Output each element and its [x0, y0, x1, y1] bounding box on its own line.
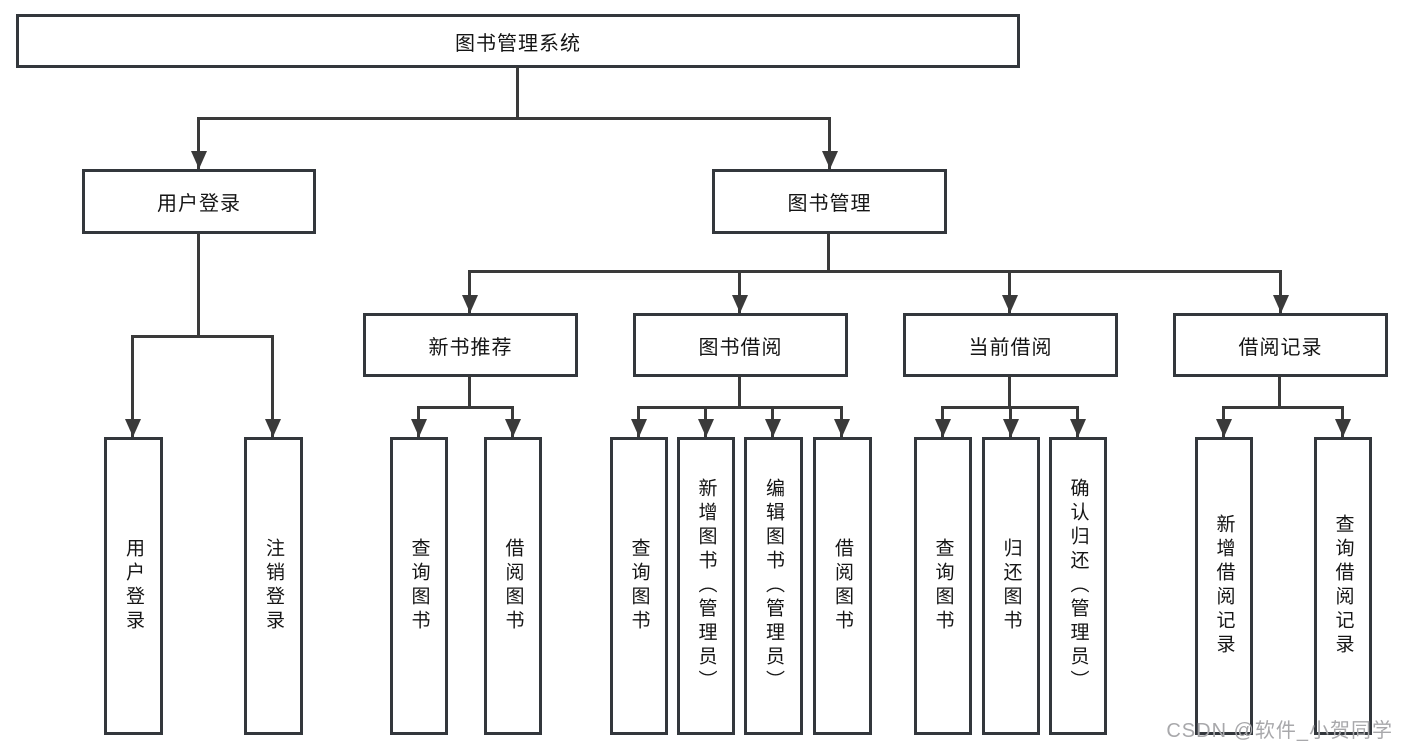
leaf-query-books-current: 查询图书 [914, 437, 972, 735]
node-root-library-system: 图书管理系统 [16, 14, 1020, 68]
node-label: 用户登录 [157, 193, 241, 215]
arrow-to-leaf-add-record [1222, 406, 1225, 437]
node-label: 图书管理 [787, 193, 872, 215]
arrow-to-new-book-rec [468, 270, 471, 313]
leaf-label: 查询图书 [628, 538, 650, 634]
node-label: 新书推荐 [428, 336, 513, 359]
node-label: 图书借阅 [698, 336, 783, 359]
connector-user-login-branch [131, 335, 274, 338]
arrow-to-leaf-user-login [131, 335, 134, 437]
leaf-label: 编辑图书（管理员） [763, 478, 784, 694]
leaf-add-borrow-record: 新增借阅记录 [1195, 437, 1253, 735]
leaf-borrow-books: 借阅图书 [813, 437, 872, 735]
arrow-to-leaf-borrow-rec [511, 406, 514, 437]
leaf-label: 注销登录 [263, 538, 284, 634]
node-book-management: 图书管理 [712, 169, 947, 234]
arrow-to-leaf-logout [271, 335, 274, 437]
leaf-borrow-books-rec: 借阅图书 [484, 437, 542, 735]
arrow-to-borrow-record [1279, 270, 1282, 313]
leaf-query-books: 查询图书 [610, 437, 668, 735]
leaf-confirm-return-admin: 确认归还（管理员） [1049, 437, 1107, 735]
arrow-to-book-borrow [738, 270, 741, 313]
node-new-book-recommend: 新书推荐 [363, 313, 578, 377]
arrow-to-leaf-query-cur [941, 406, 944, 437]
node-user-login: 用户登录 [82, 169, 316, 234]
connector-current-stem [1008, 376, 1011, 408]
csdn-watermark: CSDN @软件_小贺同学 [1166, 720, 1393, 742]
node-label: 图书管理系统 [455, 32, 581, 55]
leaf-label: 查询图书 [408, 538, 430, 634]
node-book-borrow: 图书借阅 [633, 313, 848, 377]
connector-new-rec-branch [417, 406, 513, 409]
leaf-label: 归还图书 [1000, 538, 1022, 634]
connector-borrow-branch [637, 406, 842, 409]
connector-user-login-stem [197, 233, 200, 337]
connector-book-mgmt-branch [468, 270, 1281, 273]
arrow-to-leaf-borrow-books [840, 406, 843, 437]
connector-record-stem [1278, 376, 1281, 408]
connector-borrow-stem [738, 376, 741, 408]
connector-root-branch [197, 117, 830, 120]
leaf-label: 查询借阅记录 [1332, 514, 1354, 658]
connector-record-branch [1222, 406, 1343, 409]
leaf-user-login: 用户登录 [104, 437, 163, 735]
leaf-label: 确认归还（管理员） [1067, 478, 1089, 694]
arrow-to-leaf-return-book [1009, 406, 1012, 437]
arrow-to-leaf-query-books [637, 406, 640, 437]
leaf-label: 查询图书 [932, 538, 954, 634]
arrow-to-leaf-query-rec [417, 406, 420, 437]
connector-new-rec-stem [468, 376, 471, 408]
connector-root-stem [516, 67, 519, 119]
arrow-to-leaf-edit-book [771, 406, 774, 437]
node-current-borrow: 当前借阅 [903, 313, 1118, 377]
leaf-label: 新增图书（管理员） [695, 478, 717, 694]
leaf-add-book-admin: 新增图书（管理员） [677, 437, 735, 735]
arrow-to-leaf-query-record [1341, 406, 1344, 437]
leaf-query-borrow-record: 查询借阅记录 [1314, 437, 1372, 735]
leaf-label: 借阅图书 [832, 538, 853, 634]
leaf-label: 借阅图书 [502, 538, 524, 634]
leaf-label: 新增借阅记录 [1213, 514, 1235, 658]
connector-book-mgmt-stem [827, 233, 830, 272]
node-borrow-record: 借阅记录 [1173, 313, 1388, 377]
arrow-to-book-mgmt [828, 117, 831, 169]
leaf-logout: 注销登录 [244, 437, 303, 735]
leaf-label: 用户登录 [123, 538, 144, 634]
leaf-return-book: 归还图书 [982, 437, 1040, 735]
arrow-to-leaf-confirm-return [1076, 406, 1079, 437]
arrow-to-user-login [197, 117, 200, 169]
arrow-to-current-borrow [1008, 270, 1011, 313]
leaf-edit-book-admin: 编辑图书（管理员） [744, 437, 803, 735]
arrow-to-leaf-add-book [704, 406, 707, 437]
node-label: 借阅记录 [1238, 336, 1323, 359]
node-label: 当前借阅 [968, 336, 1053, 359]
leaf-query-books-rec: 查询图书 [390, 437, 448, 735]
